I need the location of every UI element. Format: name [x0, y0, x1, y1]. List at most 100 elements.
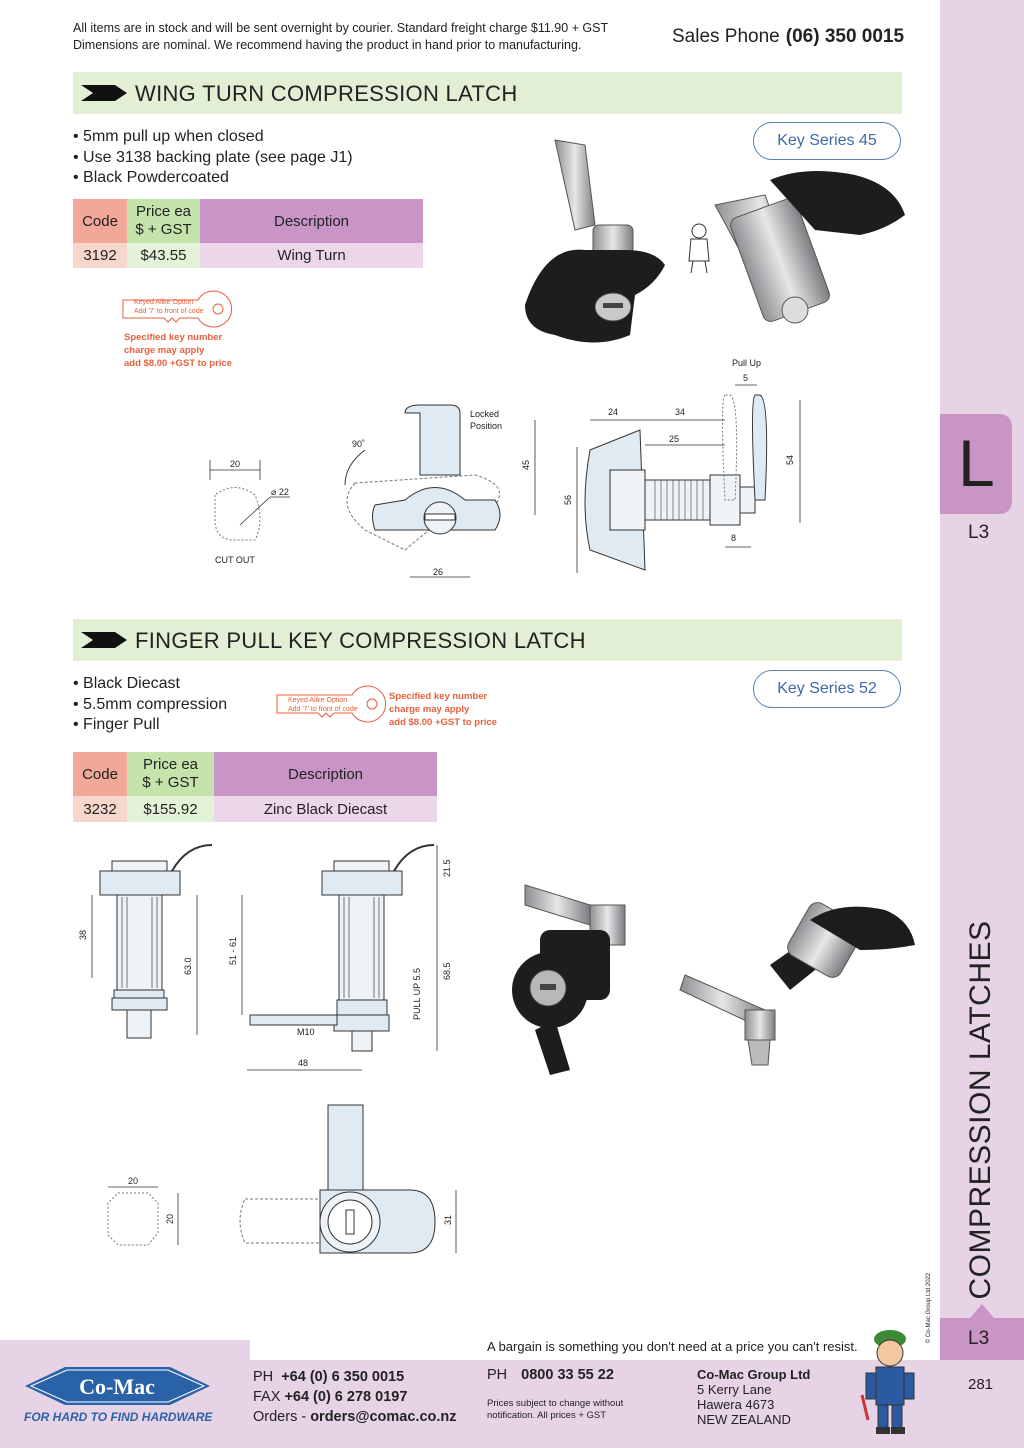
cell-code: 3232 — [73, 796, 127, 822]
cell-price: $43.55 — [127, 243, 200, 268]
arrow-right-icon — [81, 85, 127, 101]
dim-m10: M10 — [297, 1027, 315, 1037]
header-description: Description — [200, 199, 423, 243]
list-item: • Use 3138 backing plate (see page J1) — [73, 148, 353, 166]
freephone-number[interactable]: 0800 33 55 22 — [521, 1367, 614, 1383]
keyed-note-line1: Specified key number — [124, 332, 223, 343]
vertical-category-title: COMPRESSION LATCHES — [964, 920, 997, 1300]
phone-number[interactable]: +64 (0) 6 350 0015 — [281, 1369, 405, 1385]
section2-price-table: Code Price ea$ + GST Description 3232 $1… — [73, 752, 437, 822]
list-item: • Finger Pull — [73, 716, 160, 733]
sales-phone-number[interactable]: (06) 350 0015 — [785, 26, 905, 47]
keyed-alike-key-1 — [118, 288, 238, 328]
list-item: • Black Powdercoated — [73, 169, 229, 186]
dim-45: 45 — [521, 460, 531, 470]
keyed-option-text-1: Keyed Alike Option Add '7' to front of c… — [134, 298, 204, 316]
cell-price: $155.92 — [127, 796, 214, 822]
sales-phone-label: Sales Phone — [672, 26, 780, 47]
section2-header: FINGER PULL KEY COMPRESSION LATCH — [73, 619, 902, 661]
freephone-line: PH 0800 33 55 22 — [487, 1367, 614, 1383]
header-description: Description — [214, 752, 437, 796]
finger-pull-product-photo — [512, 884, 915, 1075]
orders-line: Orders - orders@comac.co.nz — [253, 1407, 457, 1427]
key-series-badge[interactable]: Key Series 45 — [753, 122, 901, 160]
keyed-note-line2: charge may apply — [389, 704, 470, 715]
list-item: • 5.5mm compression — [73, 695, 228, 713]
logo-text: Co-Mac — [79, 1374, 155, 1399]
section-code-bottom-label: L3 — [968, 1328, 990, 1349]
header-price-line2: $ + GST — [142, 774, 199, 791]
dim-5: 5 — [743, 373, 748, 383]
section-tab[interactable]: L — [940, 414, 1012, 514]
section-code-bottom: L3 — [940, 1318, 1024, 1360]
locked-label-line2: Position — [470, 421, 502, 431]
mascot-handyman — [860, 1330, 915, 1434]
page-number: 281 — [968, 1376, 994, 1393]
freephone-label: PH — [487, 1367, 508, 1383]
dim-21-5: 21.5 — [442, 859, 452, 877]
dim-26: 26 — [433, 567, 443, 577]
key-series-badge[interactable]: Key Series 52 — [753, 670, 901, 708]
dim-20: 20 — [230, 459, 240, 469]
section1-header: WING TURN COMPRESSION LATCH — [73, 72, 902, 114]
orders-email[interactable]: orders@comac.co.nz — [310, 1409, 457, 1425]
motto: A bargain is something you don't need at… — [487, 1339, 858, 1354]
table-row[interactable]: 3232 $155.92 Zinc Black Diecast — [73, 796, 437, 822]
address-line3: NEW ZEALAND — [697, 1412, 791, 1427]
dim-90-deg: 90˚ — [352, 439, 365, 449]
phone-label: PH — [253, 1369, 274, 1385]
dim-68-5: 68.5 — [442, 962, 452, 980]
pull-up-label: Pull Up — [732, 358, 761, 368]
list-item: • Black Diecast — [73, 675, 180, 692]
company-name: Co-Mac Group Ltd — [697, 1367, 811, 1382]
fax-label: FAX — [253, 1389, 281, 1405]
contact-block: PH +64 (0) 6 350 0015 FAX +64 (0) 6 278 … — [253, 1367, 457, 1427]
fax-line: FAX +64 (0) 6 278 0197 — [253, 1387, 457, 1407]
dim-20-height: 20 — [165, 1214, 175, 1224]
dim-48: 48 — [298, 1058, 308, 1068]
phone-line: PH +64 (0) 6 350 0015 — [253, 1367, 457, 1387]
dim-38: 38 — [78, 930, 88, 940]
keyed-option-line1: Keyed Alike Option — [134, 299, 194, 306]
section2-title: FINGER PULL KEY COMPRESSION LATCH — [135, 628, 586, 653]
locked-label-line1: Locked — [470, 409, 499, 419]
stock-notice: All items are in stock and will be sent … — [73, 20, 633, 54]
keyed-note-line3: add $8.00 +GST to price — [124, 358, 232, 369]
address-line1: 5 Kerry Lane — [697, 1382, 772, 1397]
section-code-top: L3 — [968, 522, 990, 543]
keyed-note-line3: add $8.00 +GST to price — [389, 717, 497, 728]
company-address: Co-Mac Group Ltd 5 Kerry Lane Hawera 467… — [697, 1367, 810, 1427]
dim-24: 24 — [608, 407, 618, 417]
keyed-alike-key-2 — [272, 683, 392, 723]
cutout-label: CUT OUT — [215, 555, 255, 565]
section1-price-table: Code Price ea$ + GST Description 3192 $4… — [73, 199, 423, 268]
finger-pull-technical-drawing: 38 63.0 51 - 61 21.5 68.5 PULL UP 5.5 M1… — [78, 844, 452, 1071]
header-price-line1: Price ea — [142, 756, 199, 773]
notice-line-2: Dimensions are nominal. We recommend hav… — [73, 38, 582, 52]
section-pointer — [970, 1304, 994, 1318]
address-line2: Hawera 4673 — [697, 1397, 775, 1412]
pull-up-5-5: PULL UP 5.5 — [412, 968, 422, 1020]
dim-63: 63.0 — [183, 957, 193, 975]
comac-logo[interactable]: Co-Mac — [25, 1365, 210, 1407]
dim-diameter: ⌀ 22 — [271, 487, 289, 497]
finger-pull-face-drawing: 20 20 31 — [107, 1104, 457, 1254]
keyed-note-line1: Specified key number — [389, 691, 488, 702]
notice-line-1: All items are in stock and will be sent … — [73, 21, 609, 35]
keyed-option-line1: Keyed Alike Option — [288, 697, 348, 704]
table-row[interactable]: 3192 $43.55 Wing Turn — [73, 243, 423, 268]
wing-turn-technical-drawing: 20 ⌀ 22 CUT OUT 90˚ Locked Position 45 2… — [209, 358, 801, 578]
header-price: Price ea$ + GST — [127, 199, 200, 243]
list-item: • 5mm pull up when closed — [73, 128, 264, 145]
section2-bullets: • Black Diecast • 5.5mm compression • Fi… — [73, 674, 227, 736]
section1-bullets: • 5mm pull up when closed • Use 3138 bac… — [73, 127, 353, 189]
dim-34: 34 — [675, 407, 685, 417]
keyed-option-line2: Add '7' to front of code — [288, 706, 358, 713]
prices-note: Prices subject to change without notific… — [487, 1398, 624, 1421]
keyed-note-line2: charge may apply — [124, 345, 205, 356]
dim-31: 31 — [443, 1215, 453, 1225]
header-price: Price ea$ + GST — [127, 752, 214, 796]
dim-20-width: 20 — [128, 1176, 138, 1186]
copyright: © Co-Mac Group Ltd 2022 — [926, 1272, 932, 1344]
fax-number: +64 (0) 6 278 0197 — [284, 1389, 408, 1405]
